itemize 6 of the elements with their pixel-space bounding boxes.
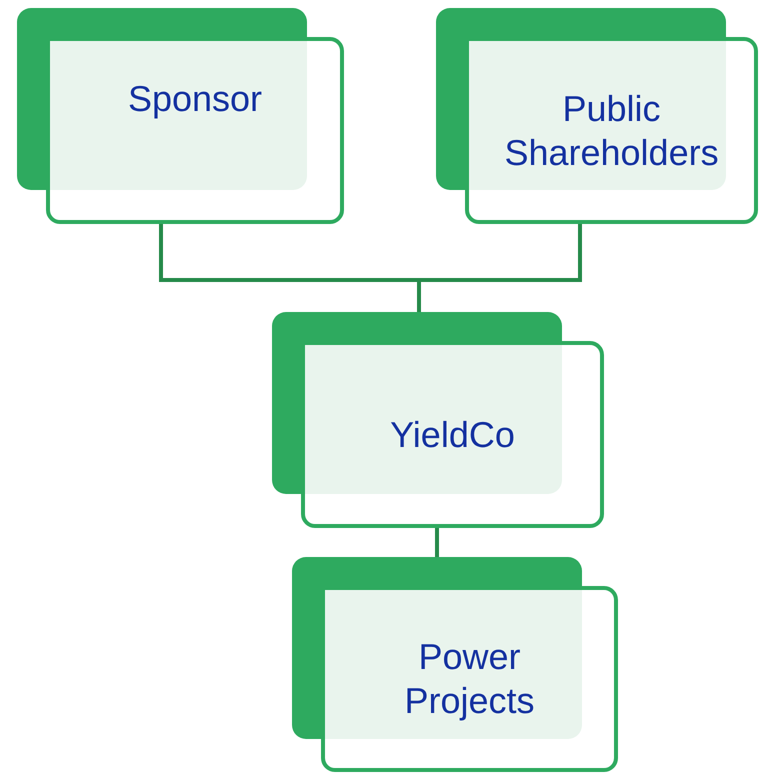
connector-line (417, 224, 582, 312)
node-label: YieldCo (390, 412, 515, 456)
node-label: Sponsor (128, 76, 262, 120)
node-label: Power Projects (403, 635, 536, 723)
node-label: Public Shareholders (504, 86, 719, 174)
connector-line (435, 528, 439, 557)
